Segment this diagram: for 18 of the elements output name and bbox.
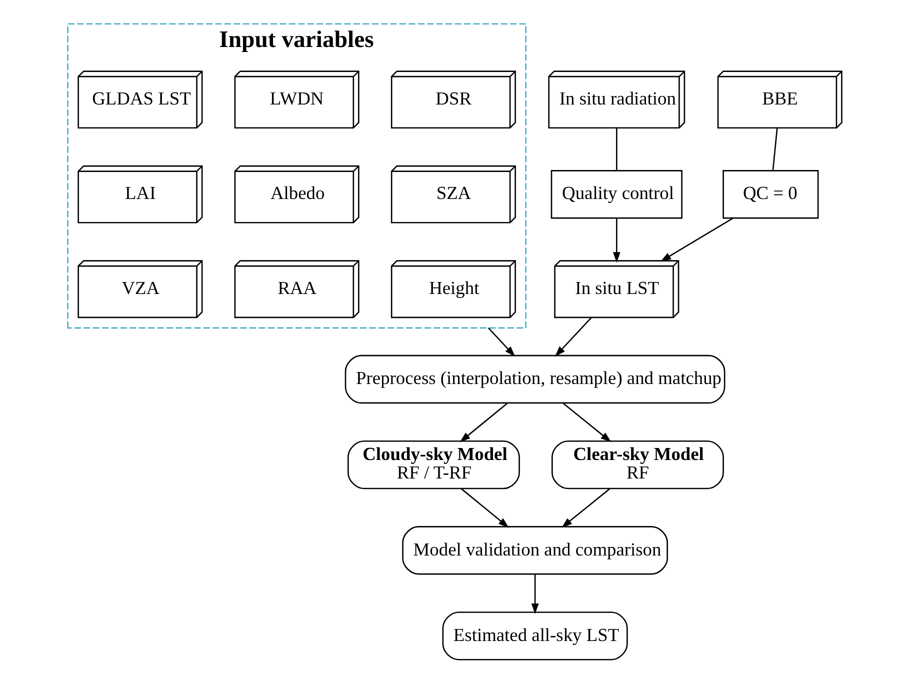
arrow	[554, 317, 592, 357]
node-box: Preprocess (interpolation, resample) and matchup	[344, 354, 725, 404]
connector	[772, 128, 778, 170]
arrow	[562, 402, 611, 442]
node-box: Clear-sky Model RF	[551, 440, 724, 490]
connector	[616, 128, 617, 170]
node-box: Model validation and comparison	[402, 526, 668, 575]
node-box: Estimated all-sky LST	[442, 612, 628, 660]
node-box: Quality control	[550, 170, 682, 219]
arrow	[487, 328, 515, 357]
arrow	[561, 488, 610, 528]
arrow	[530, 574, 538, 614]
arrow	[459, 402, 508, 442]
node-box: Cloudy-sky Model RF / T-RF	[347, 440, 520, 490]
arrow	[612, 218, 620, 263]
arrow	[460, 488, 508, 528]
node-box: QC = 0	[722, 170, 818, 219]
arrow	[660, 218, 733, 262]
